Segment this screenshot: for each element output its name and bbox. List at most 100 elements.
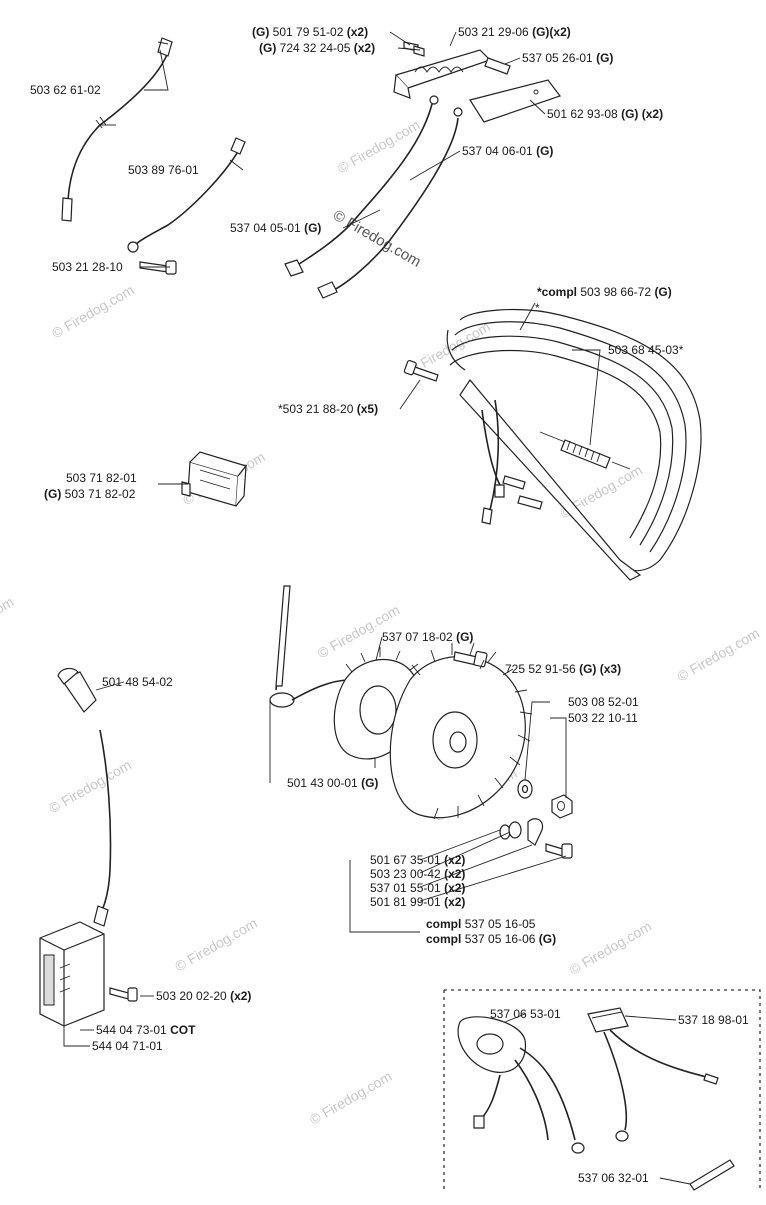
label-star-mark: *: [535, 301, 540, 315]
svg-text:544 04 73-01 COT: 544 04 73-01 COT: [96, 1023, 196, 1037]
part-number: 501 81 99-01: [370, 895, 441, 909]
watermark-text: © Firedog.com: [674, 625, 762, 685]
spring-503-68-45-03: [539, 431, 631, 470]
part-number: 501 43 00-01: [287, 776, 358, 790]
leader-lines: [63, 31, 691, 1185]
label-725-52-91-56: 725 52 91-56 (G) (x3): [505, 662, 621, 676]
part-number: 537 05 16-06: [465, 932, 536, 946]
label-suffix: (G): [654, 285, 671, 299]
wire-537-04-05-01: [284, 95, 439, 277]
label-503-62-61-02: 503 62 61-02: [30, 83, 101, 97]
svg-text:501 81 99-01 (x2): 501 81 99-01 (x2): [370, 895, 465, 909]
screws-503-21-88-20: [403, 359, 543, 510]
label-501-48-54-02: 501 48 54-02: [102, 675, 173, 689]
label-537-06-53-01: 537 06 53-01: [490, 1007, 561, 1021]
bracket-537-06-32-01: [689, 1159, 735, 1191]
part-number: 503 21 29-06: [458, 25, 529, 39]
label-prefix: (G): [252, 25, 269, 39]
nut-503-22-10-11: [551, 794, 573, 819]
label-prefix: compl: [426, 917, 461, 931]
part-number: 503 23 00-42: [370, 867, 441, 881]
label-suffix: (G) (x3): [579, 662, 621, 676]
label-501-43-00-01: 501 43 00-01 (G): [287, 776, 378, 790]
watermark-text: © Firedog.com: [307, 1068, 395, 1128]
label-suffix: (G): [361, 776, 378, 790]
svg-text:501 43 00-01 (G): 501 43 00-01 (G): [287, 776, 378, 790]
label-724-32-24-05: (G) 724 32 24-05 (x2): [259, 41, 375, 55]
part-number: 501 62 93-08: [547, 107, 618, 121]
label-suffix: (x2): [444, 867, 465, 881]
label-prefix: (G): [259, 41, 276, 55]
part-number: 724 32 24-05: [280, 41, 351, 55]
label-537-04-05-01: 537 04 05-01 (G): [230, 221, 321, 235]
svg-text:725 52 91-56 (G) (x3): 725 52 91-56 (G) (x3): [505, 662, 621, 676]
label-501-79-51-02: (G) 501 79 51-02 (x2): [252, 25, 368, 39]
label-suffix: COT: [170, 1023, 196, 1037]
label-537-18-98-01: 537 18 98-01: [678, 1013, 749, 1027]
svg-text:503 23 00-42 (x2): 503 23 00-42 (x2): [370, 867, 465, 881]
label-suffix: (G): [596, 51, 613, 65]
label-suffix: (G): [304, 221, 321, 235]
label-suffix: (x2): [354, 41, 375, 55]
connector-503-71-82-01: [181, 451, 248, 507]
watermark-text: © Firedog.com: [567, 918, 655, 978]
part-number: 537 07 18-02: [382, 630, 453, 644]
label-suffix: (x2): [444, 895, 465, 909]
label-suffix: (G): [539, 932, 556, 946]
bracket-plate: [393, 49, 492, 99]
part-number: 537 05 26-01: [522, 51, 593, 65]
svg-text:503 20 02-20 (x2): 503 20 02-20 (x2): [156, 989, 251, 1003]
part-number: 501 67 35-01: [370, 853, 441, 867]
label-537-05-16-05: compl 537 05 16-05: [426, 917, 536, 931]
part-number: 503 71 82-02: [65, 487, 136, 501]
part-number: 537 04 06-01: [462, 144, 533, 158]
label-501-67-35-01: 501 67 35-01 (x2): [370, 853, 465, 867]
label-503-21-29-06: 503 21 29-06 (G)(x2): [458, 25, 571, 39]
watermark-text: © Firedog.com: [49, 281, 137, 341]
label-suffix: (x2): [444, 853, 465, 867]
label-544-04-73-01: 544 04 73-01 COT: [96, 1023, 196, 1037]
label-suffix: (x2): [444, 881, 465, 895]
part-number: 503 98 66-72: [580, 285, 651, 299]
label-suffix: (x2): [230, 989, 251, 1003]
watermark-text: © Firedog.com: [335, 116, 423, 176]
part-number: 503 20 02-20: [156, 989, 227, 1003]
label-suffix: (G): [536, 144, 553, 158]
pawl-hardware: [499, 818, 573, 859]
label-prefix: *compl: [537, 285, 577, 299]
label-suffix: (x5): [357, 402, 378, 416]
ignition-coil: [39, 729, 138, 1027]
svg-text:(G) 724 32 24-05 (x2): (G) 724 32 24-05 (x2): [259, 41, 375, 55]
watermark-text: © Firedog.com: [46, 757, 134, 817]
label-537-07-18-02: 537 07 18-02 (G): [382, 630, 473, 644]
label-503-20-02-20: 503 20 02-20 (x2): [156, 989, 251, 1003]
flywheel: [389, 642, 533, 820]
part-number: *503 21 88-20: [278, 402, 354, 416]
handle-503-98-66-72: [446, 308, 702, 581]
label-537-04-06-01: 537 04 06-01 (G): [462, 144, 553, 158]
label-503-89-76-01: 503 89 76-01: [128, 163, 199, 177]
label-503-23-00-42: 503 23 00-42 (x2): [370, 867, 465, 881]
svg-text:compl 537 05 16-05: compl 537 05 16-05: [426, 917, 536, 931]
label-537-01-55-01: 537 01 55-01 (x2): [370, 881, 465, 895]
label-537-05-26-01: 537 05 26-01 (G): [522, 51, 613, 65]
wire-503-89-76-01: [127, 137, 246, 253]
svg-text:503 21 29-06 (G)(x2): 503 21 29-06 (G)(x2): [458, 25, 571, 39]
label-537-05-16-06: compl 537 05 16-06 (G): [426, 932, 556, 946]
copyright-watermark: © Firedog.com: [330, 207, 424, 271]
bolts-725-52-91-56: [453, 650, 488, 668]
antenna-wire: [269, 585, 351, 708]
svg-text:501 62 93-08 (G) (x2): 501 62 93-08 (G) (x2): [547, 107, 663, 121]
watermark-text: © Firedog.com: [0, 593, 17, 653]
label-503-68-45-03: 503 68 45-03*: [608, 343, 684, 357]
label-suffix: (G): [456, 630, 473, 644]
svg-text:501 67 35-01 (x2): 501 67 35-01 (x2): [370, 853, 465, 867]
svg-text:(G) 503 71 82-02: (G) 503 71 82-02: [44, 487, 136, 501]
svg-text:537 05 26-01 (G): 537 05 26-01 (G): [522, 51, 613, 65]
part-number: 537 01 55-01: [370, 881, 441, 895]
label-537-06-32-01: 537 06 32-01: [578, 1171, 649, 1185]
wires-handle: [481, 399, 505, 525]
label-501-81-99-01: 501 81 99-01 (x2): [370, 895, 465, 909]
part-number: 501 79 51-02: [273, 25, 344, 39]
